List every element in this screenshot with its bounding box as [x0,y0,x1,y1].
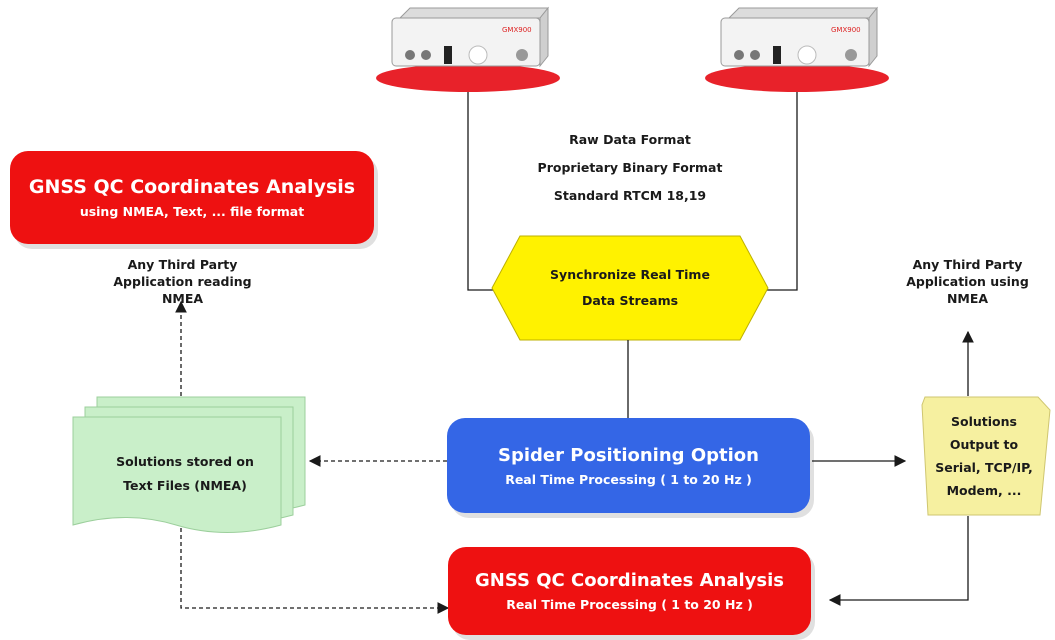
files-node-label: Solutions stored on Text Files (NMEA) [116,454,254,493]
arrow-output-to-bottom-qc [828,516,969,606]
output-paper-shape [921,396,1051,516]
right-third-party-label: Any Third Party Application using NMEA [906,257,1029,306]
top-qc-subtitle: using NMEA, Text, ... file format [79,204,305,219]
top-qc-analysis-box: GNSS QC Coordinates Analysis using NMEA,… [10,151,374,244]
receiver-device-right: GMX900 [705,6,889,92]
receiver-device-left: GMX900 [376,6,560,92]
receiver-right-brand: GMX900 [831,26,861,34]
arrow-files-to-bottom-qc [180,528,450,614]
top-qc-title: GNSS QC Coordinates Analysis [28,176,356,198]
sync-hexagon [491,235,769,341]
output-node-label: Solutions Output to Serial, TCP/IP, Mode… [935,414,1033,498]
raw-format-item: Proprietary Binary Format [537,160,723,175]
bottom-qc-analysis-box: GNSS QC Coordinates Analysis Real Time P… [448,547,811,635]
files-stack-shape [72,396,306,533]
spider-subtitle: Real Time Processing ( 1 to 20 Hz ) [505,471,752,487]
left-third-party-label: Any Third Party Application reading NMEA [113,257,252,306]
raw-formats-list: Raw Data Format Proprietary Binary Forma… [490,126,770,210]
connector-right-receiver [753,92,798,291]
bottom-qc-title: GNSS QC Coordinates Analysis [474,570,785,591]
raw-format-item: Standard RTCM 18,19 [553,188,707,203]
receiver-left-brand: GMX900 [502,26,532,34]
spider-title: Spider Positioning Option [498,444,759,466]
bottom-qc-subtitle: Real Time Processing ( 1 to 20 Hz ) [506,597,753,612]
raw-format-item: Raw Data Format [569,132,691,147]
sync-node-label: Synchronize Real Time Data Streams [550,267,710,308]
spider-positioning-box: Spider Positioning Option Real Time Proc… [447,418,810,513]
